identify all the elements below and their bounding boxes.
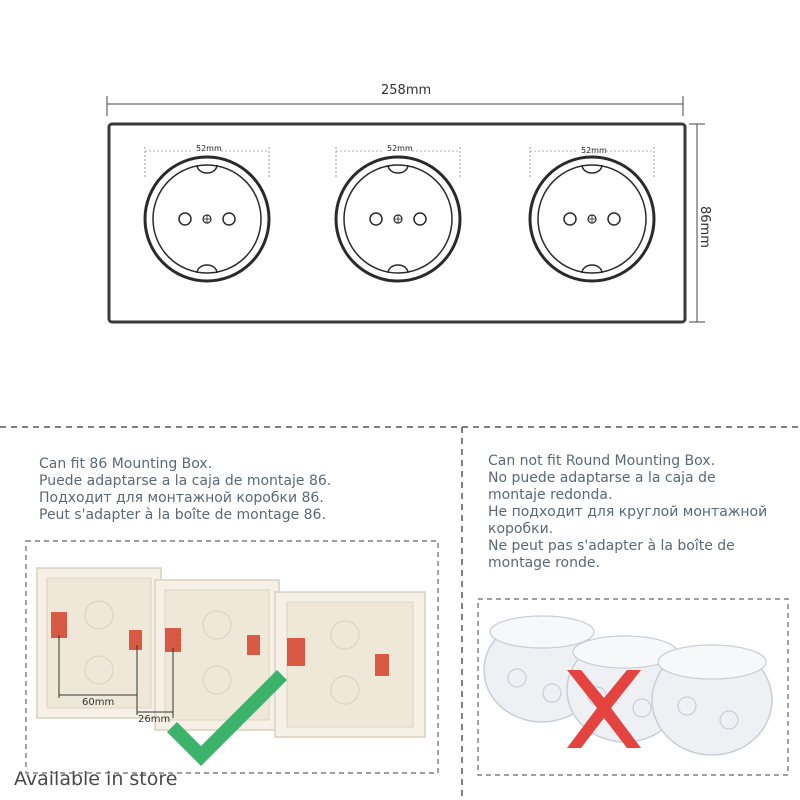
mounting-box-2 — [154, 579, 280, 731]
notfit-line-6: Ne peut pas s'adapter à la boîte de — [488, 538, 735, 554]
check-icon — [167, 670, 287, 766]
socket-panel-diagram — [106, 96, 705, 324]
notfit-line-3: montaje redonda. — [488, 487, 613, 503]
section-dividers — [0, 426, 800, 800]
height-dimension-line — [689, 123, 705, 323]
square-mounting-boxes-image — [25, 540, 439, 774]
socket-3 — [528, 147, 656, 283]
height-label: 86mm — [697, 206, 712, 248]
fits-line-4: Peut s'adapter à la boîte de montage 86. — [39, 507, 326, 523]
round-box-3 — [651, 644, 773, 756]
box-measurement-lines — [58, 635, 174, 718]
socket-2 — [334, 147, 462, 283]
box-width-label: 60mm — [82, 697, 115, 708]
not-fit-round-box-text: Can not fit Round Mounting Box. No puede… — [488, 453, 767, 572]
mounting-box-3 — [274, 591, 426, 738]
socket-1-diameter-label: 52mm — [196, 144, 222, 153]
fits-line-3: Подходит для монтажной коробки 86. — [39, 490, 324, 506]
width-label: 258mm — [381, 83, 432, 98]
notfit-line-2: No puede adaptarse a la caja de — [488, 470, 716, 486]
notfit-line-4: Не подходит для круглой монтажной — [488, 504, 768, 520]
fits-line-2: Puede adaptarse a la caja de montaje 86. — [39, 473, 332, 489]
notfit-line-5: коробки. — [488, 521, 554, 537]
cross-icon — [567, 670, 641, 748]
box-depth-label: 26mm — [138, 714, 171, 725]
fits-86-box-text: Can fit 86 Mounting Box. Puede adaptarse… — [39, 456, 331, 524]
notfit-line-1: Can not fit Round Mounting Box. — [488, 453, 716, 469]
socket-2-diameter-label: 52mm — [387, 144, 413, 153]
available-in-store-text: Available in store — [14, 768, 178, 790]
fits-line-1: Can fit 86 Mounting Box. — [39, 456, 213, 472]
notfit-line-7: montage ronde. — [488, 555, 600, 571]
round-mounting-boxes-image — [477, 598, 789, 776]
socket-1 — [143, 147, 271, 283]
mounting-box-1 — [36, 567, 162, 719]
width-dimension-line — [106, 96, 684, 116]
socket-3-diameter-label: 52mm — [581, 146, 607, 155]
